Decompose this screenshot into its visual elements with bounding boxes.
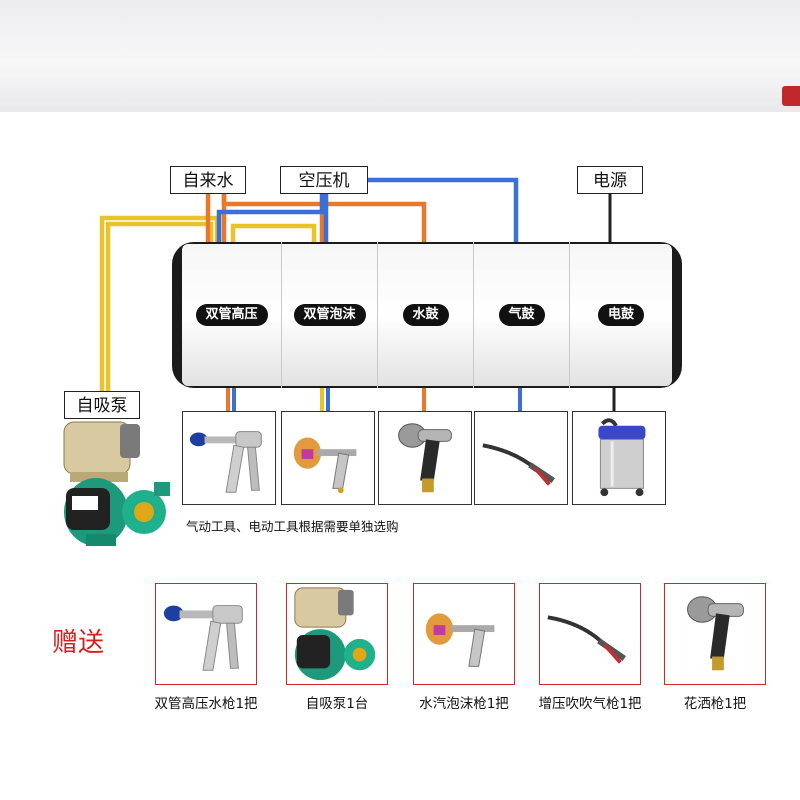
gift-card-spray-gun bbox=[664, 583, 766, 685]
section-power-drum: 电鼓 bbox=[570, 242, 672, 388]
cleaning-unit: 双管高压 双管泡沫 水鼓 气鼓 电鼓 bbox=[172, 242, 682, 388]
foam-gun-icon bbox=[425, 613, 495, 667]
tools-note: 气动工具、电动工具根据需要单独选购 bbox=[186, 519, 399, 534]
section-dual-high-pressure: 双管高压 bbox=[182, 242, 282, 388]
label-self-priming-pump: 自吸泵 bbox=[64, 391, 140, 419]
vacuum-cleaner-icon bbox=[598, 418, 646, 497]
section-label: 双管泡沫 bbox=[293, 304, 366, 326]
label-tap-water: 自来水 bbox=[170, 166, 246, 194]
gift-title: 赠送 bbox=[52, 628, 105, 658]
section-label: 水鼓 bbox=[402, 304, 449, 326]
tool-card-high-pressure-gun bbox=[182, 411, 276, 505]
air-blow-gun-icon bbox=[547, 615, 626, 664]
tool-card-foam-gun bbox=[281, 411, 375, 505]
tool-card-spray-gun bbox=[378, 411, 472, 505]
gift-caption: 花洒枪1把 bbox=[683, 696, 747, 712]
gift-card-pump bbox=[286, 583, 388, 685]
gift-caption: 双管高压水枪1把 bbox=[154, 696, 258, 712]
gift-card-air-blow-gun bbox=[539, 583, 641, 685]
tool-card-air-blow-gun bbox=[474, 411, 568, 505]
section-label: 双管高压 bbox=[195, 304, 268, 326]
air-line bbox=[216, 177, 519, 244]
gift-caption: 增压吹吹气枪1把 bbox=[538, 696, 642, 712]
section-dual-foam: 双管泡沫 bbox=[282, 242, 378, 388]
section-air-drum: 气鼓 bbox=[474, 242, 570, 388]
top-banner bbox=[0, 0, 800, 112]
section-label: 气鼓 bbox=[498, 304, 545, 326]
high-pressure-gun-icon bbox=[189, 431, 262, 493]
section-water-drum: 水鼓 bbox=[378, 242, 474, 388]
tool-lines bbox=[226, 388, 616, 411]
section-label: 电鼓 bbox=[597, 304, 645, 326]
self-priming-pump-icon bbox=[294, 587, 376, 681]
high-pressure-gun-icon bbox=[163, 605, 243, 671]
spray-gun-icon bbox=[687, 596, 744, 671]
gift-card-foam-gun bbox=[413, 583, 515, 685]
self-priming-pump-icon bbox=[63, 421, 170, 546]
gift-caption: 自吸泵1台 bbox=[305, 696, 369, 712]
tool-card-vacuum bbox=[572, 411, 666, 505]
label-air-compressor: 空压机 bbox=[280, 166, 368, 194]
foam-gun-icon bbox=[293, 437, 357, 494]
label-power: 电源 bbox=[577, 166, 643, 194]
spray-gun-icon bbox=[398, 423, 452, 493]
gift-card-high-pressure-gun bbox=[155, 583, 257, 685]
air-blow-gun-icon bbox=[482, 443, 555, 486]
banner-red-marker bbox=[782, 86, 800, 106]
gift-caption: 水汽泡沫枪1把 bbox=[419, 696, 509, 712]
